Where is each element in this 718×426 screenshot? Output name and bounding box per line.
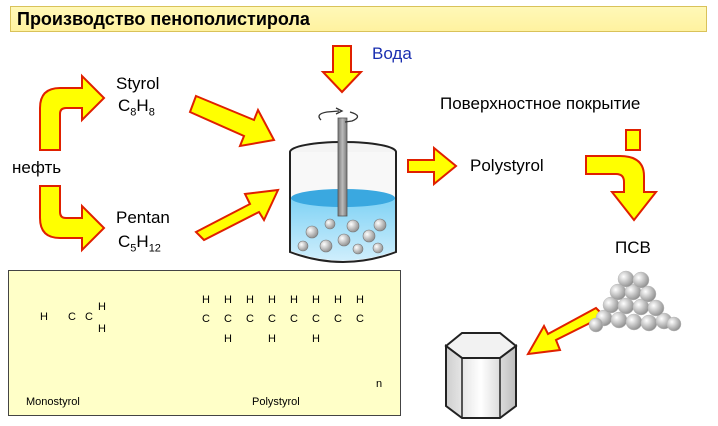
polymer-h-6: H xyxy=(312,294,320,306)
coating-arrow xyxy=(625,129,641,151)
styrol-to-tank-arrow xyxy=(188,94,276,148)
monomer-atom-h-bottom: H xyxy=(98,323,106,335)
polymer-h-lower-1: H xyxy=(224,333,232,345)
styrol-formula-hydrogen-count: 8 xyxy=(148,106,155,119)
pentan-label: Pentan xyxy=(116,208,170,227)
polymer-caption: Polystyrol xyxy=(252,396,300,408)
polymer-h-7: H xyxy=(334,294,342,306)
polymer-c-8: C xyxy=(356,313,364,325)
polymer-c-6: C xyxy=(312,313,320,325)
pentan-to-tank-arrow xyxy=(194,188,280,242)
tank-to-polystyrol-arrow xyxy=(407,145,458,187)
chemistry-panel xyxy=(8,270,401,416)
psv-to-block-arrow xyxy=(526,306,606,356)
polymer-c-7: C xyxy=(334,313,342,325)
polymer-h-4: H xyxy=(268,294,276,306)
polymer-c-4: C xyxy=(268,313,276,325)
polymer-index-n: n xyxy=(376,378,383,390)
polystyrol-to-psv-arrow xyxy=(585,155,659,222)
oil-to-styrol-arrow xyxy=(39,73,106,151)
monomer-atom-c1: C xyxy=(68,311,76,323)
psv-bead-pile xyxy=(588,270,682,333)
styrol-formula: C8H8 xyxy=(118,96,155,118)
styrol-formula-carbon-count: 8 xyxy=(130,106,137,119)
polymer-h-1: H xyxy=(202,294,210,306)
monomer-caption: Monostyrol xyxy=(26,396,80,408)
polymer-h-2: H xyxy=(224,294,232,306)
polymer-h-5: H xyxy=(290,294,298,306)
pentan-formula-carbon-count: 5 xyxy=(130,242,137,255)
title-bar: Производство пенополистирола xyxy=(10,6,707,32)
pentan-formula-hydrogen: H xyxy=(136,232,149,251)
polymer-c-3: C xyxy=(246,313,254,325)
foam-beads xyxy=(297,218,387,255)
polymer-c-5: C xyxy=(290,313,298,325)
styrol-label: Styrol xyxy=(116,74,160,93)
monomer-atom-h-left: H xyxy=(40,311,48,323)
oil-label: нефть xyxy=(12,158,62,177)
foam-block xyxy=(444,332,518,419)
styrol-formula-carbon: C xyxy=(118,96,131,115)
pentan-formula: C5H12 xyxy=(118,232,161,254)
polymer-h-lower-2: H xyxy=(268,333,276,345)
polymer-c-2: C xyxy=(224,313,232,325)
pentan-formula-hydrogen-count: 12 xyxy=(148,242,161,255)
polymer-h-8: H xyxy=(356,294,364,306)
monomer-atom-c2: C xyxy=(85,311,93,323)
water-arrow xyxy=(320,45,364,94)
polymer-h-lower-3: H xyxy=(312,333,320,345)
monomer-atom-h-top: H xyxy=(98,301,106,313)
reactor-tank xyxy=(289,107,397,263)
water-label: Вода xyxy=(372,44,412,63)
psv-label: ПСВ xyxy=(615,238,651,257)
surface-coating-label: Поверхностное покрытие xyxy=(440,94,641,113)
styrol-formula-hydrogen: H xyxy=(136,96,149,115)
pentan-formula-carbon: C xyxy=(118,232,131,251)
oil-to-pentan-arrow xyxy=(39,185,106,253)
polymer-c-1: C xyxy=(202,313,210,325)
polymer-h-3: H xyxy=(246,294,254,306)
polystyrol-label: Polystyrol xyxy=(470,156,544,175)
page-title: Производство пенополистирола xyxy=(17,9,310,29)
